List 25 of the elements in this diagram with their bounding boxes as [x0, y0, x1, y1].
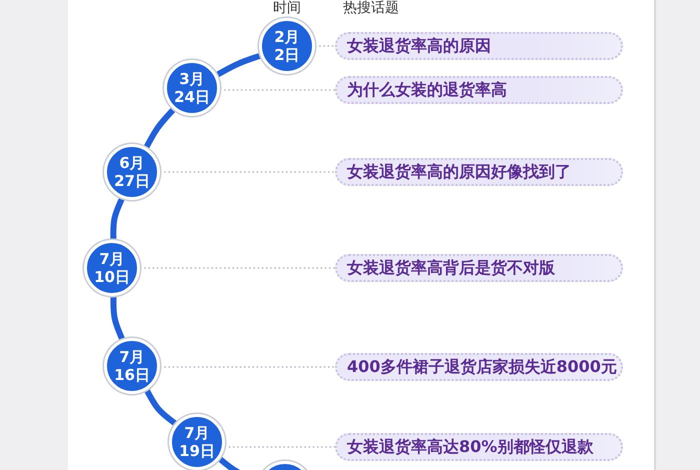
- timeline-line: [110, 296, 126, 341]
- topic-pill: [335, 76, 623, 104]
- topic-text: 女装退货率高的原因好像找到了: [347, 162, 571, 182]
- timeline-line: [110, 196, 125, 240]
- topic-pill: [335, 32, 623, 60]
- date-label: 7月16日: [114, 348, 150, 384]
- date-label: 2月2日: [274, 28, 300, 64]
- timeline-line: [215, 52, 262, 78]
- topic-pill: [335, 433, 623, 461]
- topic-text: 女装退货率高达80%别都怪仅退款: [347, 437, 594, 457]
- topic-pill: [335, 254, 623, 282]
- timeline-line: [143, 107, 176, 150]
- column-header: 时间: [273, 0, 301, 17]
- date-label: 6月27日: [114, 154, 150, 190]
- date-label: 3月24日: [174, 70, 210, 106]
- date-label: 7月19日: [179, 424, 215, 460]
- topic-pill: [335, 353, 623, 381]
- date-label: 7月10日: [94, 250, 130, 286]
- topic-pill: [335, 158, 623, 186]
- topic-text: 女装退货率高的原因: [347, 36, 491, 56]
- column-header: 热搜话题: [343, 0, 399, 17]
- topic-text: 400多件裙子退货店家损失近8000元: [347, 357, 617, 377]
- timeline-line: [144, 388, 178, 426]
- topic-text: 为什么女装的退货率高: [347, 80, 507, 100]
- topic-text: 女装退货率高背后是货不对版: [347, 258, 555, 278]
